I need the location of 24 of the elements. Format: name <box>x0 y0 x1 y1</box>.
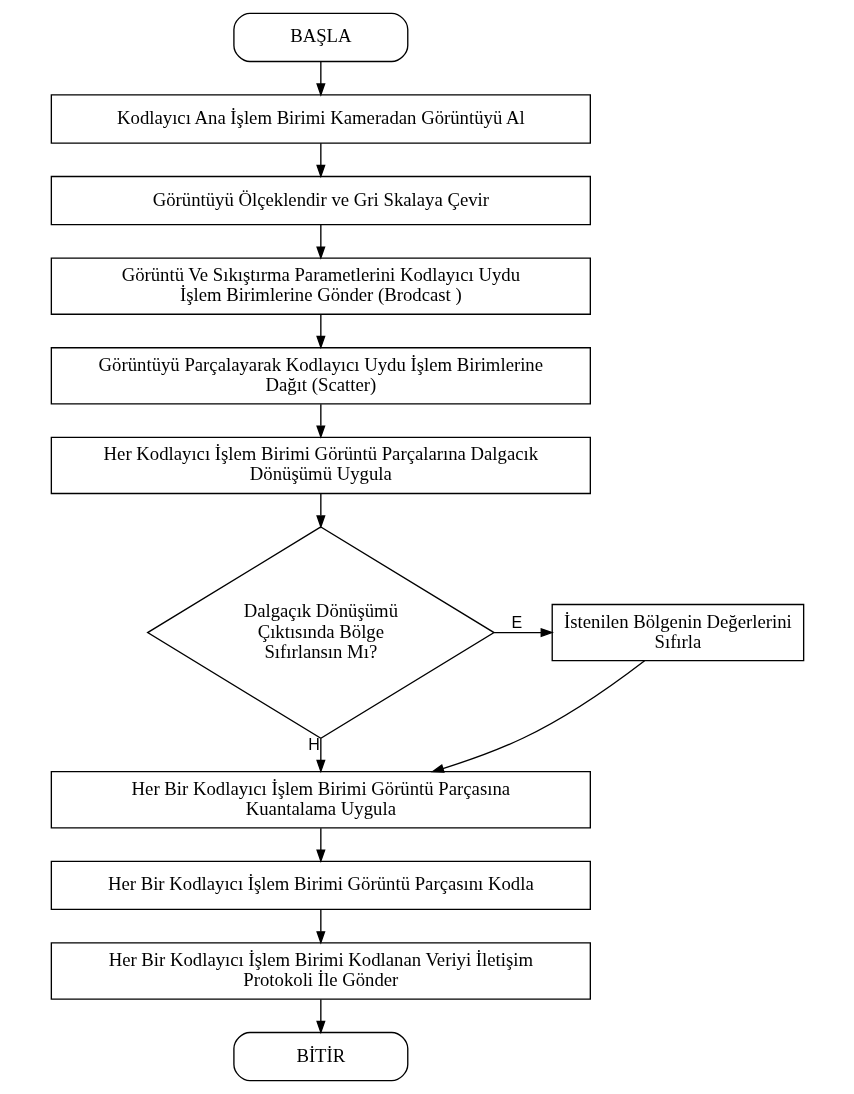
arrow <box>315 998 326 1035</box>
node-box: Görüntüyü Ölçeklendir ve Gri Skalaya Çevir <box>50 175 591 226</box>
node-box: Görüntüyü Parçalayarak Kodlayıcı Uydu İşlem Birimlerine Dağıt (Scatter) <box>50 347 591 405</box>
edge-label: E <box>510 613 522 632</box>
arrow <box>315 737 326 774</box>
node-box: BAŞLA <box>232 12 408 63</box>
node-box: Her Bir Kodlayıcı İşlem Birimi Kodlanan Veriyi İletişim Protokoli İle Gönder <box>50 942 591 1000</box>
arrow <box>430 660 645 773</box>
arrow <box>315 142 326 179</box>
arrow <box>315 827 326 863</box>
arrow <box>315 492 326 529</box>
node-box: Kodlayıcı Ana İşlem Birimi Kameradan Görüntüyü Al <box>50 94 591 144</box>
node-box: Her Bir Kodlayıcı İşlem Birimi Görüntü Parçasına Kuantalama Uygula <box>50 771 591 829</box>
node-box: BİTİR <box>232 1031 408 1082</box>
node-box: Her Kodlayıcı İşlem Birimi Görüntü Parçalarına Dalgacık Dönüşümü Uygula <box>50 436 591 495</box>
node-box: Her Bir Kodlayıcı İşlem Birimi Görüntü Parçasını Kodla <box>50 860 591 911</box>
arrow <box>315 60 326 97</box>
arrow <box>315 224 326 260</box>
node-box: İstenilen Bölgenin Değerlerini Sıfırla <box>551 603 804 662</box>
node-box: Görüntü Ve Sıkıştırma Parametlerini Kodlayıcı Uydu İşlem Birimlerine Gönder (Brodcast ) <box>50 257 591 315</box>
arrow <box>315 403 326 439</box>
arrow <box>315 909 326 945</box>
arrow <box>493 627 554 638</box>
arrow <box>315 313 326 350</box>
